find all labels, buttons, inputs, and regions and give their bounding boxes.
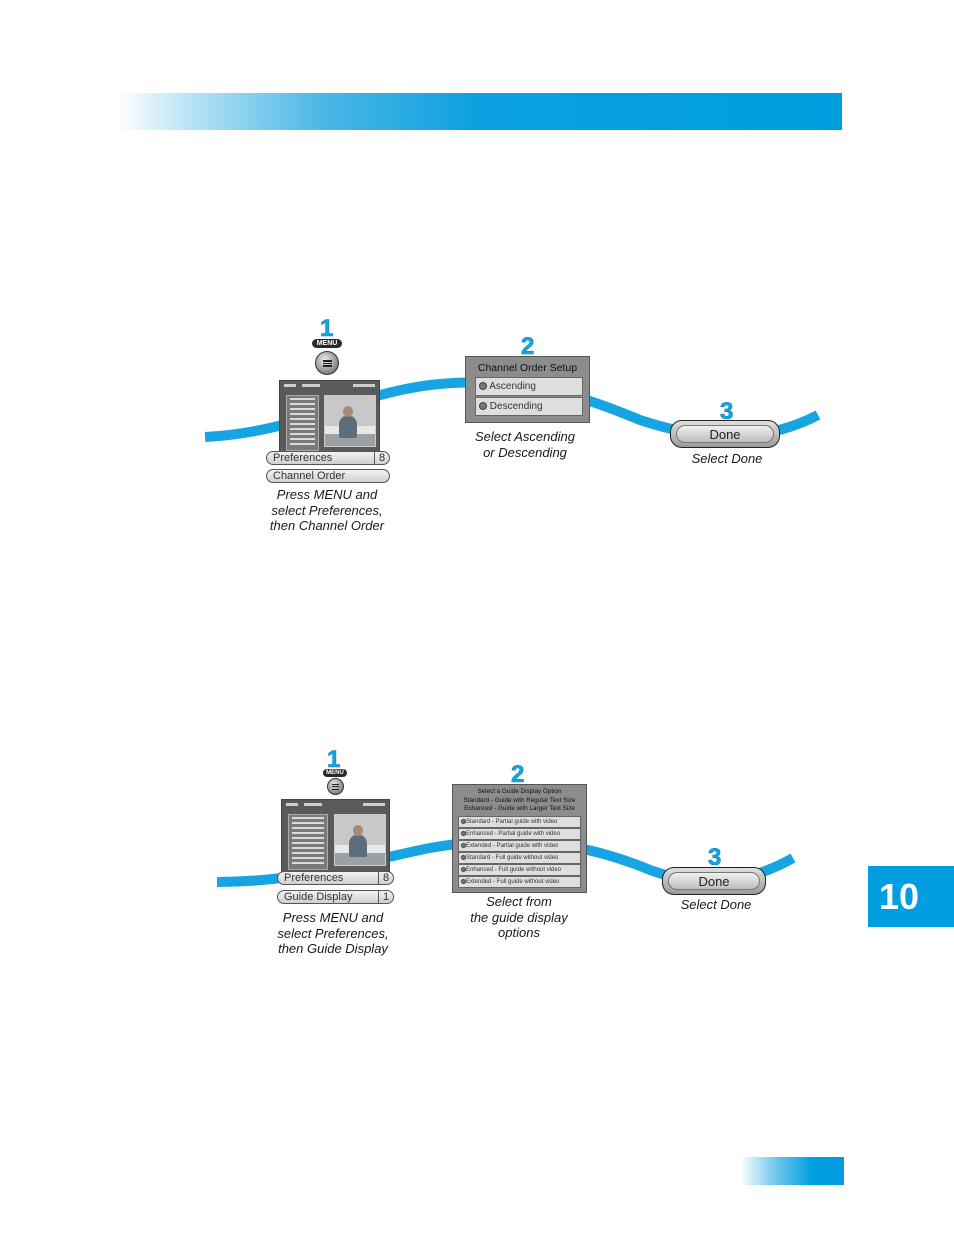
menu-button-icon[interactable] [327, 778, 344, 795]
step3-caption: Select Done [680, 897, 752, 912]
guide-option[interactable]: Standard - Full guide without video [458, 852, 581, 864]
radio-icon [461, 842, 466, 848]
preferences-label: Preferences [284, 872, 344, 884]
option-ascending[interactable]: Ascending [475, 377, 583, 396]
step-number-3: 3 [708, 844, 722, 872]
guide-option[interactable]: Extended - Partial guide with video [458, 840, 581, 852]
guide-option[interactable]: Enhanced - Full guide without video [458, 864, 581, 876]
guide-display-menu-item[interactable]: Guide Display 1 [277, 890, 394, 904]
step2-caption: Select Ascending or Descending [475, 429, 575, 460]
step-number-2: 2 [521, 333, 535, 361]
guide-display-option-panel: Select a Guide Display Option Standard -… [452, 784, 587, 893]
preferences-menu-item[interactable]: Preferences 8 [266, 451, 390, 465]
preferences-number: 8 [374, 452, 389, 464]
done-button-label: Done [668, 872, 760, 890]
guide-option[interactable]: Enhanced - Partial guide with video [458, 828, 581, 840]
channel-order-setup-panel: Channel Order Setup Ascending Descending [465, 356, 590, 423]
radio-icon [461, 866, 466, 872]
channel-order-menu-item[interactable]: Channel Order [266, 469, 390, 483]
radio-icon [461, 878, 466, 884]
step3-caption: Select Done [691, 451, 763, 466]
radio-icon [461, 830, 466, 836]
step-number-1: 1 [320, 315, 334, 343]
hamburger-icon [332, 783, 339, 790]
guide-option[interactable]: Standard - Partial guide with video [458, 816, 581, 828]
radio-icon [461, 818, 466, 824]
step-number-2: 2 [511, 761, 525, 789]
footer-gradient-bar [740, 1157, 844, 1185]
radio-icon [479, 382, 487, 391]
option-descending[interactable]: Descending [475, 397, 583, 416]
step1-caption: Press MENU and select Preferences, then … [277, 910, 389, 956]
menu-button-icon[interactable] [315, 351, 339, 375]
preferences-menu-item[interactable]: Preferences 8 [277, 871, 394, 885]
panel-title: Channel Order Setup [477, 362, 578, 374]
radio-icon [479, 402, 487, 411]
step-number-1: 1 [327, 746, 341, 774]
done-button-label: Done [676, 425, 774, 443]
tv-screen-thumbnail [281, 799, 390, 872]
done-button[interactable]: Done [662, 867, 766, 895]
menu-key-label: MENU [312, 339, 342, 348]
step1-caption: Press MENU and select Preferences, then … [269, 487, 385, 533]
guide-display-label: Guide Display [284, 891, 353, 903]
guide-display-number: 1 [378, 891, 393, 903]
menu-key-label: MENU [323, 769, 347, 777]
done-button[interactable]: Done [670, 420, 780, 448]
header-gradient-bar [117, 93, 842, 130]
radio-icon [461, 854, 466, 860]
step-number-3: 3 [720, 398, 734, 426]
guide-option[interactable]: Extended - Full guide without video [458, 876, 581, 888]
preferences-number: 8 [378, 872, 393, 884]
hamburger-icon [322, 359, 332, 367]
panel-title: Select a Guide Display Option Standard -… [463, 788, 576, 812]
step2-caption: Select from the guide display options [470, 894, 568, 940]
tv-screen-thumbnail [279, 380, 380, 454]
chapter-tab: 10 [868, 866, 954, 927]
preferences-label: Preferences [273, 452, 333, 464]
channel-order-label: Channel Order [273, 470, 346, 482]
